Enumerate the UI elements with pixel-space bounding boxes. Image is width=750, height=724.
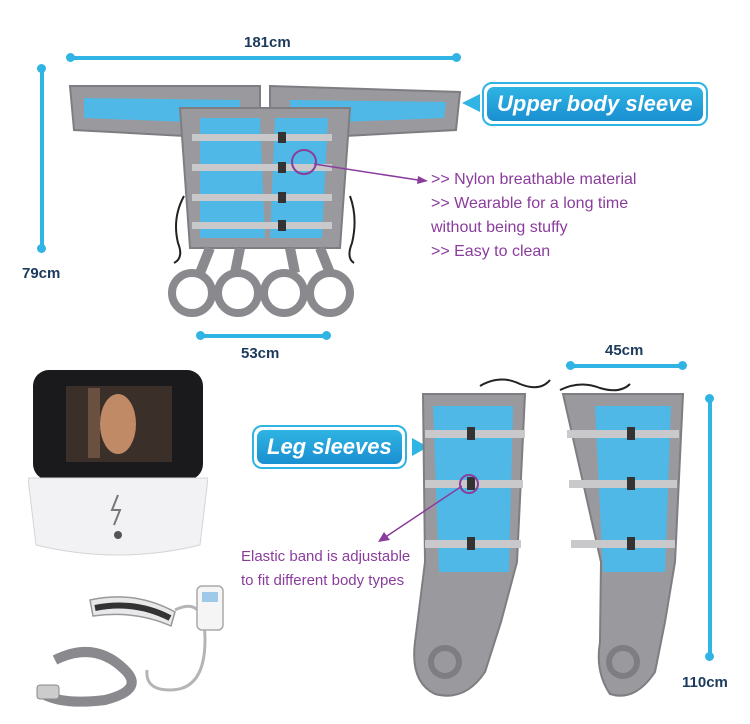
upper-tag-pointer (462, 94, 480, 112)
feature-line: >> Wearable for a long time (431, 195, 629, 212)
leg-height-line (708, 398, 712, 656)
leg-note-line: Elastic band is adjustable (241, 548, 411, 565)
leg-note-pointer-line (378, 485, 463, 542)
feature-list: >> Nylon breathable material >> Wearable… (431, 168, 636, 264)
upper-body-sleeve-image (68, 84, 462, 317)
feature-line: >> Nylon breathable material (431, 171, 637, 188)
leg-sleeves-tag-text: Leg sleeves (257, 430, 402, 464)
leg-width-label: 45cm (605, 342, 644, 359)
upper-height-dot-bottom (37, 244, 46, 253)
upper-cuff-dot-right (322, 331, 331, 340)
leg-height-dot-top (705, 394, 714, 403)
feature-line: without being stuffy (431, 219, 568, 236)
upper-cuff-dot-left (196, 331, 205, 340)
leg-width-dot-right (678, 361, 687, 370)
leg-note: Elastic band is adjustable to fit differ… (241, 545, 410, 593)
upper-width-dot-left (66, 53, 75, 62)
upper-body-sleeve-tag-text: Upper body sleeve (487, 87, 703, 121)
eye-massager-image (36, 585, 224, 707)
feature-line: >> Easy to clean (431, 243, 551, 260)
upper-width-label: 181cm (244, 34, 291, 51)
upper-width-line (70, 56, 456, 60)
upper-body-sleeve-tag: Upper body sleeve (482, 82, 708, 126)
upper-width-dot-right (452, 53, 461, 62)
upper-height-label: 79cm (22, 265, 61, 282)
leg-sleeves-tag: Leg sleeves (252, 425, 407, 469)
leg-width-line (570, 364, 682, 368)
leg-width-dot-left (566, 361, 575, 370)
leg-note-line: to fit different body types (241, 572, 405, 589)
feature-pointer-line (313, 163, 428, 184)
device-main-unit-image (28, 370, 208, 556)
leg-height-dot-bottom (705, 652, 714, 661)
leg-sleeves-image (413, 378, 685, 697)
leg-height-label: 110cm (682, 674, 728, 691)
upper-cuff-label: 53cm (241, 345, 280, 362)
upper-height-line (40, 68, 44, 248)
leg-tag-pointer (412, 438, 428, 456)
upper-height-dot-top (37, 64, 46, 73)
upper-cuff-line (200, 334, 326, 338)
